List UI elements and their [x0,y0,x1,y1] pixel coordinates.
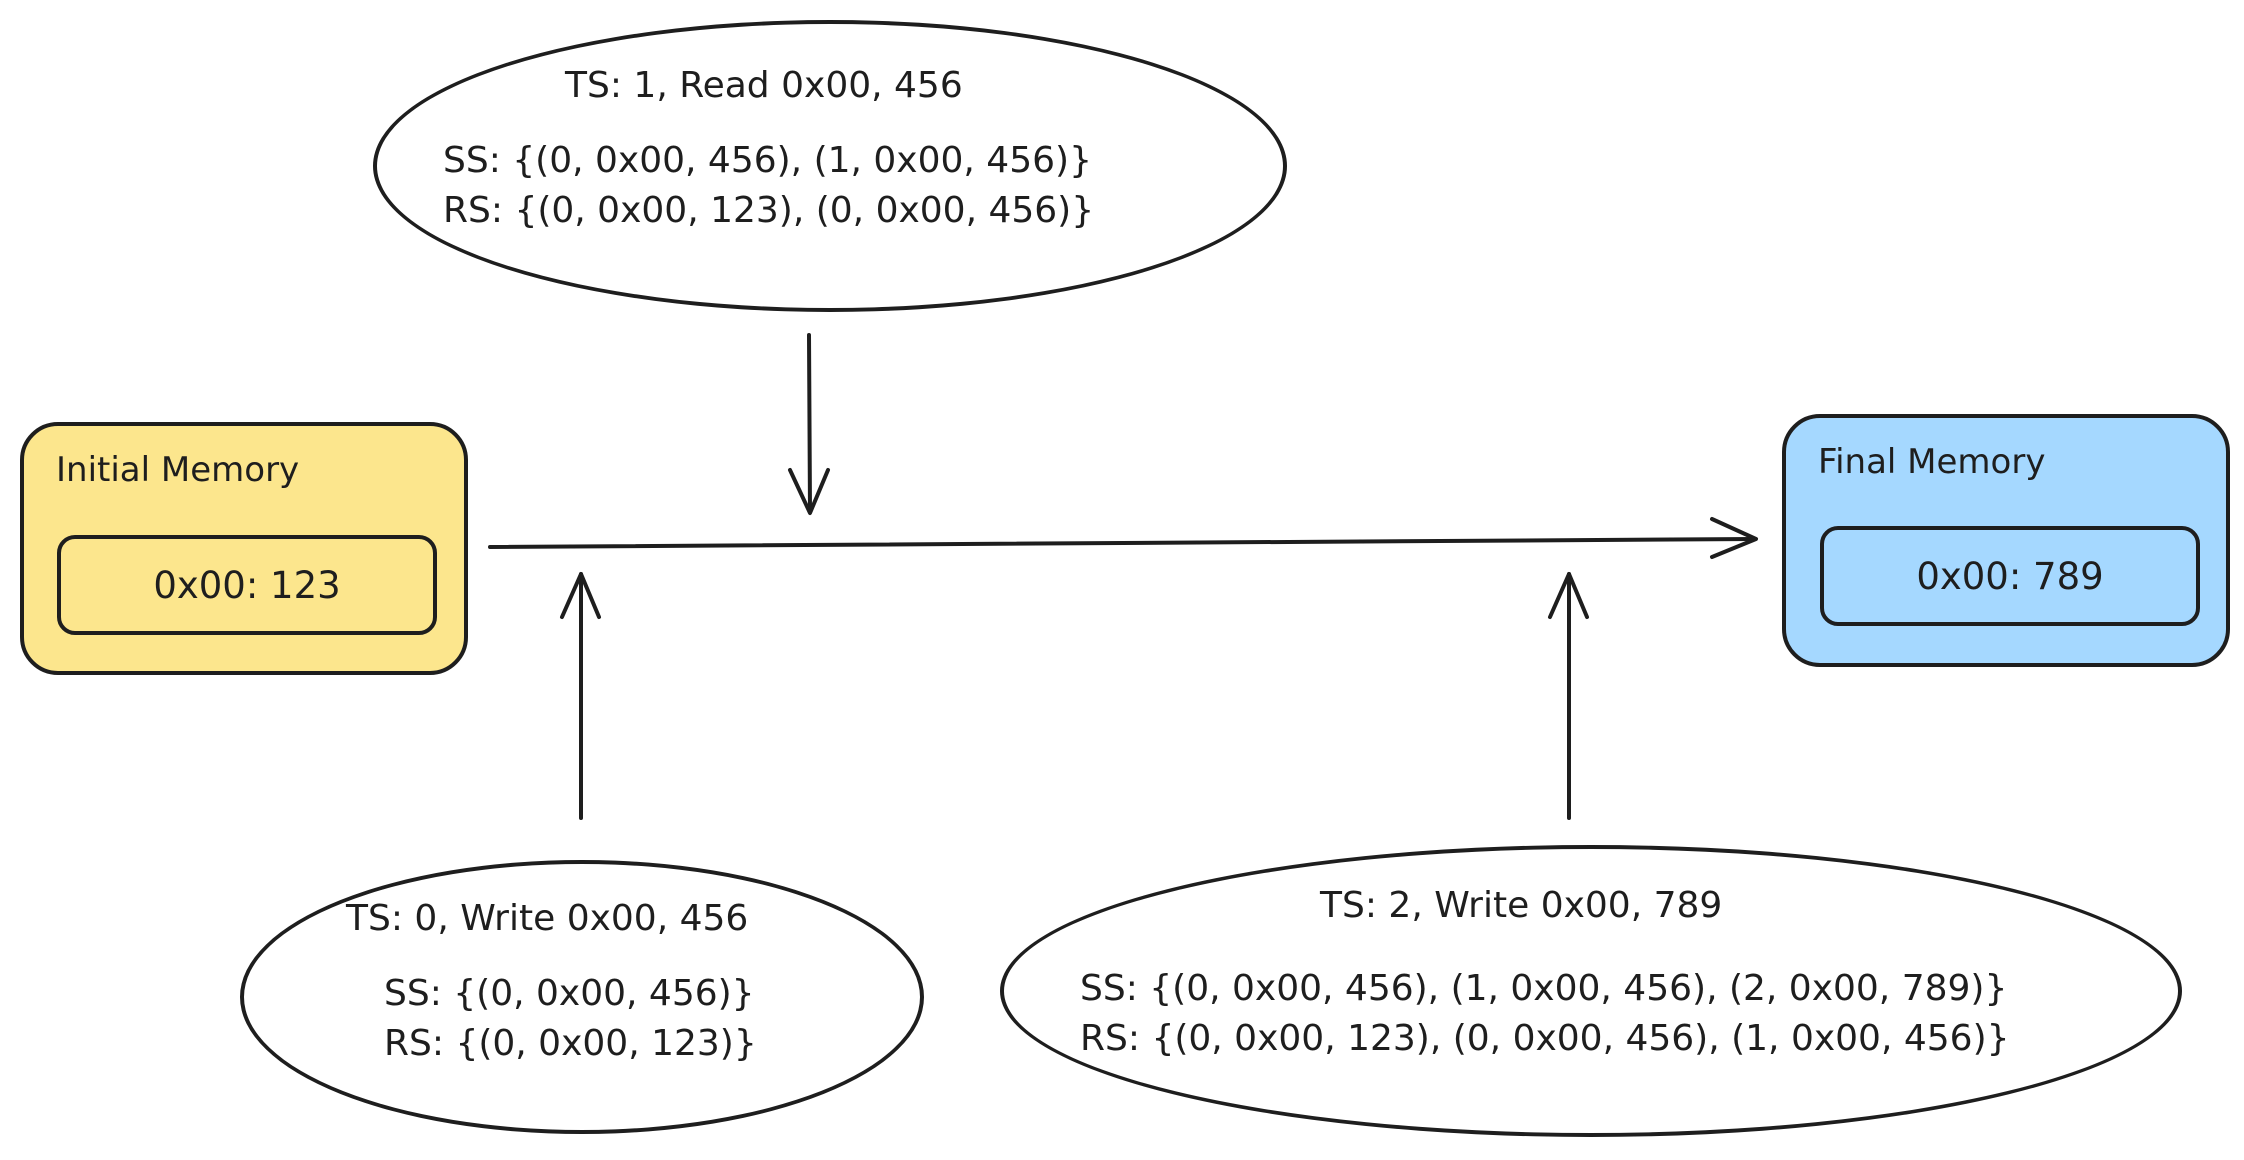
write0-event-rs: RS: {(0, 0x00, 123)} [384,1023,757,1064]
read-event-ss: SS: {(0, 0x00, 456), (1, 0x00, 456)} [443,140,1092,181]
read-event-ellipse [373,20,1287,312]
final-memory-title: Final Memory [1818,442,2046,482]
read-arrow [807,333,812,514]
timeline-arrow [488,537,1757,549]
read-event-rs: RS: {(0, 0x00, 123), (0, 0x00, 456)} [443,190,1095,231]
write2-event-ellipse [1000,845,2182,1137]
write2-event-header: TS: 2, Write 0x00, 789 [1320,885,1723,926]
initial-memory-entry: 0x00: 123 [57,535,437,635]
write2-event-rs: RS: {(0, 0x00, 123), (0, 0x00, 456), (1,… [1080,1018,2010,1059]
write0-arrowhead [560,572,601,619]
read-arrowhead [788,468,830,515]
write2-event-ss: SS: {(0, 0x00, 456), (1, 0x00, 456), (2,… [1080,968,2008,1009]
final-memory-entry: 0x00: 789 [1820,526,2200,626]
write0-event-header: TS: 0, Write 0x00, 456 [346,898,749,939]
read-event-header: TS: 1, Read 0x00, 456 [565,65,963,106]
write0-event-ellipse [240,860,924,1134]
write2-arrowhead [1548,572,1589,619]
write0-event-ss: SS: {(0, 0x00, 456)} [384,973,755,1014]
initial-memory-title: Initial Memory [56,450,300,490]
timeline-arrowhead [1710,517,1758,559]
